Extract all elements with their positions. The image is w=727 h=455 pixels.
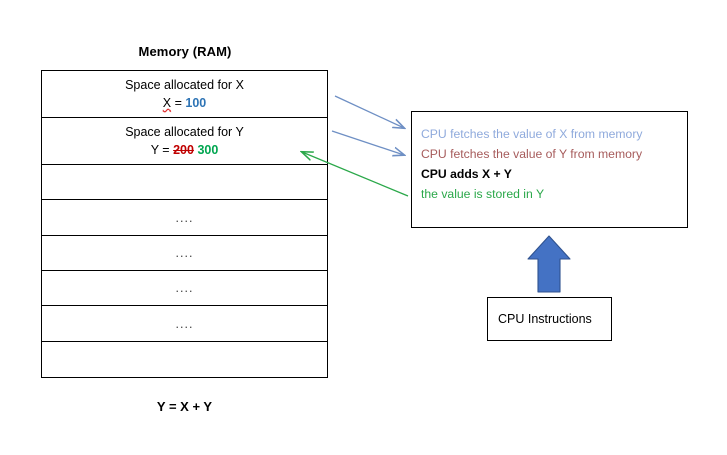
equals-sign-x: = (174, 95, 182, 110)
cpu-instructions-box: CPU Instructions (487, 297, 612, 341)
memory-table: Space allocated for X X = 100 Space allo… (41, 70, 328, 378)
memory-row-y: Space allocated for Y Y = 200 300 (42, 118, 327, 166)
blue-arrow-fetch-y (331, 130, 404, 155)
memory-row-dots-2: .... (42, 236, 327, 272)
memory-formula-label: Y = X + Y (156, 399, 213, 414)
memory-row-dots-1-text: .... (175, 210, 194, 225)
cpu-operation-line-1: CPU fetches the value of X from memory (421, 127, 643, 141)
cpu-operation-line-3: CPU adds X + Y (421, 167, 512, 181)
memory-row-x-assignment: X = 100 (163, 95, 206, 112)
memory-row-dots-4-text: .... (175, 316, 194, 331)
variable-value-x: 100 (185, 95, 207, 110)
blue-arrow-fetch-x (334, 95, 404, 128)
memory-row-y-heading: Space allocated for Y (125, 124, 244, 139)
equals-sign-y: = (162, 142, 170, 157)
blue-up-arrow-icon (527, 235, 571, 293)
cpu-operation-line-2: CPU fetches the value of Y from memory (421, 147, 643, 161)
memory-row-y-assignment: Y = 200 300 (151, 142, 219, 159)
variable-value-y: 300 (197, 142, 219, 157)
variable-name-x: X (162, 95, 172, 110)
variable-name-y: Y (150, 142, 159, 157)
memory-row-x: Space allocated for X X = 100 (42, 71, 327, 119)
memory-row-empty-2 (42, 342, 327, 377)
memory-row-empty-1 (42, 165, 327, 201)
memory-row-dots-2-text: .... (175, 245, 194, 260)
memory-row-dots-1: .... (42, 200, 327, 236)
memory-row-dots-4: .... (42, 306, 327, 342)
cpu-operation-line-4: the value is stored in Y (421, 187, 545, 201)
cpu-operations-box: CPU fetches the value of X from memory C… (411, 111, 688, 228)
variable-old-value-y: 200 (173, 142, 194, 157)
memory-ram-title: Memory (RAM) (138, 44, 232, 59)
cpu-instructions-label: CPU Instructions (498, 312, 592, 326)
memory-row-dots-3-text: .... (175, 281, 194, 296)
memory-row-x-heading: Space allocated for X (125, 77, 244, 92)
memory-row-dots-3: .... (42, 271, 327, 307)
